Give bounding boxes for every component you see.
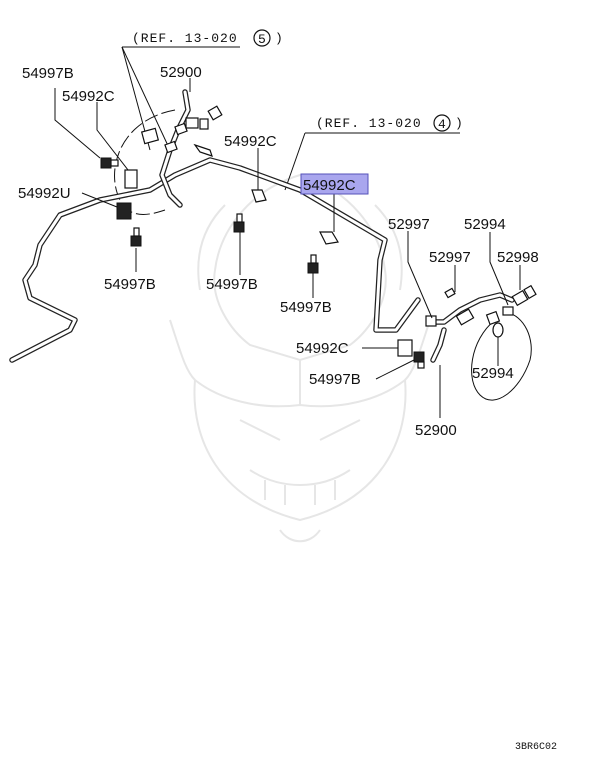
svg-text:5: 5 [258, 32, 267, 47]
bolt-54997B-3[interactable] [233, 213, 245, 233]
washer-52994[interactable] [492, 322, 504, 338]
label-54997B-a[interactable]: 54997B [22, 65, 74, 82]
highlight-box [300, 173, 369, 195]
brake-hose-right[interactable] [425, 284, 537, 363]
label-54992U[interactable]: 54992U [18, 185, 71, 202]
brake-pipe [9, 157, 421, 363]
bolt-54997B-2[interactable] [130, 227, 142, 247]
bolt-54997B-1[interactable] [100, 157, 119, 169]
ref-label-mid[interactable]: (REF. 13-020 4 ) [316, 114, 464, 132]
ref-top-leader-b [121, 46, 171, 151]
diagram-code: 3BR6C02 [515, 742, 557, 753]
label-54997B-d[interactable]: 54997B [280, 299, 332, 316]
label-52900-b[interactable]: 52900 [415, 422, 457, 439]
label-52994-b[interactable]: 52994 [472, 365, 514, 382]
clip-54992C-1[interactable] [124, 169, 138, 189]
label-54992C-a[interactable]: 54992C [62, 88, 115, 105]
label-54997B-b[interactable]: 54997B [104, 276, 156, 293]
clip-54992C-2[interactable] [251, 189, 267, 203]
hose-circle-left [114, 109, 176, 215]
ref-mid-leader [284, 132, 306, 191]
label-52998[interactable]: 52998 [497, 249, 539, 266]
bolt-54997B-5[interactable] [413, 351, 425, 369]
label-54992C-highlighted[interactable]: 54992C [303, 177, 356, 194]
label-52997-a[interactable]: 52997 [388, 216, 430, 233]
svg-text:4: 4 [438, 117, 447, 132]
svg-text:): ) [275, 31, 284, 46]
label-54992C-b[interactable]: 54992C [224, 133, 277, 150]
clip-54992C-3[interactable] [319, 231, 339, 245]
hose-circle-right [471, 311, 532, 401]
brake-hose-left[interactable] [140, 89, 223, 208]
clip-54992U[interactable] [116, 202, 132, 220]
svg-text:(REF. 13-020: (REF. 13-020 [316, 116, 422, 131]
svg-text:): ) [455, 116, 464, 131]
leader-lines [54, 78, 521, 418]
label-54992C-c[interactable]: 54992C [296, 340, 349, 357]
ref-label-top[interactable]: (REF. 13-020 5 ) [132, 29, 284, 47]
label-52994-a[interactable]: 52994 [464, 216, 506, 233]
clip-54992C-4[interactable] [397, 339, 413, 357]
svg-text:(REF. 13-020: (REF. 13-020 [132, 31, 238, 46]
label-54997B-c[interactable]: 54997B [206, 276, 258, 293]
bolt-54997B-4[interactable] [307, 254, 319, 274]
label-52997-b[interactable]: 52997 [429, 249, 471, 266]
label-54997B-e[interactable]: 54997B [309, 371, 361, 388]
label-52900-a[interactable]: 52900 [160, 64, 202, 81]
